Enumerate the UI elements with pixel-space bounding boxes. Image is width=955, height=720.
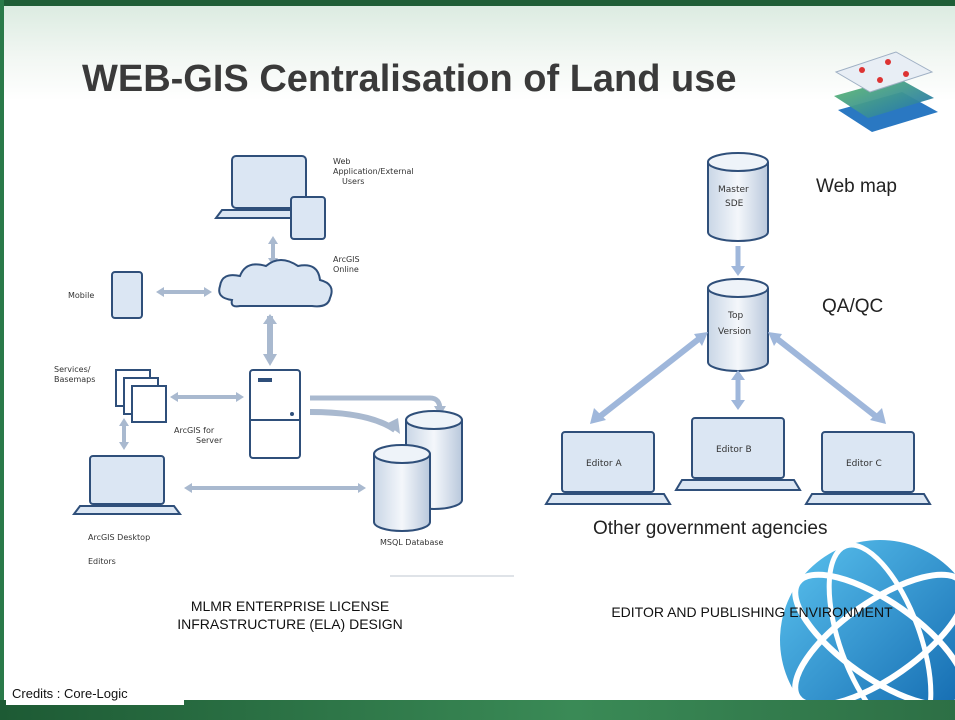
arrow-cloud-server xyxy=(263,314,277,366)
left-caption-line1: MLMR ENTERPRISE LICENSE xyxy=(190,598,390,614)
desktop-laptop-icon xyxy=(72,455,182,515)
editor-b-laptop xyxy=(674,417,802,491)
top-version-cylinder xyxy=(707,278,769,372)
svg-text:ArcGIS Desktop: ArcGIS Desktop xyxy=(88,533,150,542)
editor-a-laptop xyxy=(544,431,672,505)
svg-text:Web: Web xyxy=(333,157,350,166)
arrow-services-desktop xyxy=(119,418,129,450)
svg-text:Server: Server xyxy=(196,436,223,445)
arrow-mobile-cloud xyxy=(156,287,212,297)
web-map-label: Web map xyxy=(816,176,897,197)
arrow-master-top xyxy=(731,246,745,276)
editor-c-laptop xyxy=(804,431,932,505)
svg-text:Editor A: Editor A xyxy=(586,459,622,469)
arrow-services-server xyxy=(170,392,244,402)
gis-layers-icon xyxy=(834,51,938,132)
svg-text:SDE: SDE xyxy=(725,199,744,209)
svg-text:ArcGIS: ArcGIS xyxy=(333,255,360,264)
left-caption-line2: INFRASTRUCTURE (ELA) DESIGN xyxy=(177,616,403,632)
arrow-server-db xyxy=(309,395,446,434)
svg-text:Top: Top xyxy=(727,311,743,321)
arrow-top-editor-a xyxy=(590,332,708,424)
svg-text:Editor C: Editor C xyxy=(846,459,882,469)
server-icon xyxy=(249,369,301,459)
services-stack-icon xyxy=(115,369,167,423)
svg-text:Mobile: Mobile xyxy=(68,291,94,300)
svg-text:Editors: Editors xyxy=(88,557,116,566)
svg-text:ArcGIS for: ArcGIS for xyxy=(174,426,215,435)
arrow-top-editor-c xyxy=(768,332,886,424)
svg-text:Users: Users xyxy=(342,177,364,186)
globe-icon xyxy=(780,540,955,720)
credits-label: Credits : Core-Logic xyxy=(6,683,184,705)
svg-text:Online: Online xyxy=(333,265,359,274)
svg-text:Master: Master xyxy=(718,185,749,195)
right-diagram: Master SDE Top Version xyxy=(544,152,932,505)
svg-text:Editor B: Editor B xyxy=(716,445,752,455)
cloud-icon xyxy=(218,259,333,308)
qa-qc-label: QA/QC xyxy=(822,296,884,317)
web-laptop-icon xyxy=(214,155,326,240)
arrow-desktop-db xyxy=(184,483,366,493)
left-border xyxy=(0,0,4,720)
svg-text:MSQL Database: MSQL Database xyxy=(380,538,444,547)
mobile-device-icon xyxy=(111,271,143,319)
left-caption: MLMR ENTERPRISE LICENSE INFRASTRUCTURE (… xyxy=(150,597,430,633)
left-diagram: Web Application/External Users ArcGIS On… xyxy=(54,155,514,577)
svg-text:Application/External: Application/External xyxy=(333,167,414,176)
svg-text:Version: Version xyxy=(718,327,751,337)
master-sde-cylinder xyxy=(707,152,769,242)
top-border xyxy=(0,0,955,6)
svg-text:Basemaps: Basemaps xyxy=(54,375,95,384)
arrow-top-editor-b xyxy=(731,370,745,410)
bottom-border xyxy=(0,700,955,720)
other-agencies-label: Other government agencies xyxy=(593,518,828,539)
right-caption: EDITOR AND PUBLISHING ENVIRONMENT xyxy=(611,604,893,620)
slide-title: WEB-GIS Centralisation of Land use xyxy=(82,58,737,100)
database-icon xyxy=(373,410,463,532)
svg-text:Services/: Services/ xyxy=(54,365,91,374)
